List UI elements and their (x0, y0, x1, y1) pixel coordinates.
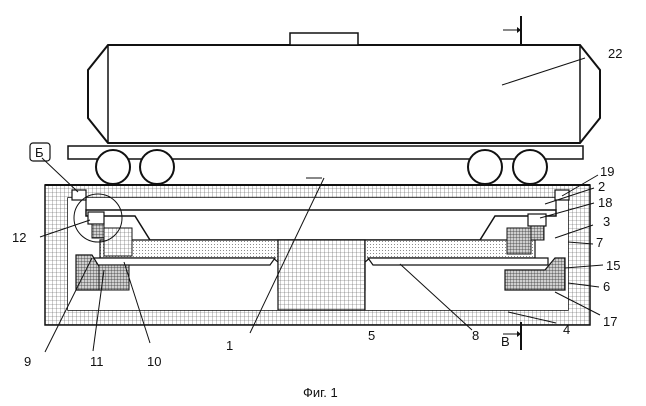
label-17: 17 (603, 314, 617, 329)
support-beam-right (368, 258, 548, 265)
load-cell-right (531, 226, 544, 240)
label-12: 12 (12, 230, 26, 245)
tank-dome (290, 33, 358, 45)
figure-caption: Фиг. 1 (303, 385, 338, 400)
label-section-V: В (501, 334, 510, 349)
label-6: 6 (603, 279, 610, 294)
tank-body (88, 45, 600, 143)
wheel (140, 150, 174, 184)
bearing-block-left (88, 212, 104, 224)
label-11: 11 (90, 354, 104, 369)
label-19: 19 (600, 164, 614, 179)
wheel (513, 150, 547, 184)
label-1: 1 (226, 338, 233, 353)
label-7: 7 (596, 235, 603, 250)
label-detail-B: Б (35, 145, 44, 160)
label-18: 18 (598, 195, 612, 210)
label-2: 2 (598, 179, 605, 194)
wheel (468, 150, 502, 184)
bearing-block-right (528, 214, 546, 226)
wheel (96, 150, 130, 184)
pad-right (507, 228, 531, 254)
label-8: 8 (472, 328, 479, 343)
pad-left (104, 228, 132, 256)
label-5: 5 (368, 328, 375, 343)
central-column (278, 240, 365, 310)
tank-car (68, 33, 600, 184)
label-10: 10 (147, 354, 161, 369)
support-beam-left (90, 258, 275, 265)
load-cell-left (92, 224, 104, 238)
label-4: 4 (563, 322, 570, 337)
label-22: 22 (608, 46, 622, 61)
leg-left (99, 265, 129, 290)
label-3: 3 (603, 214, 610, 229)
label-15: 15 (606, 258, 620, 273)
label-9: 9 (24, 354, 31, 369)
